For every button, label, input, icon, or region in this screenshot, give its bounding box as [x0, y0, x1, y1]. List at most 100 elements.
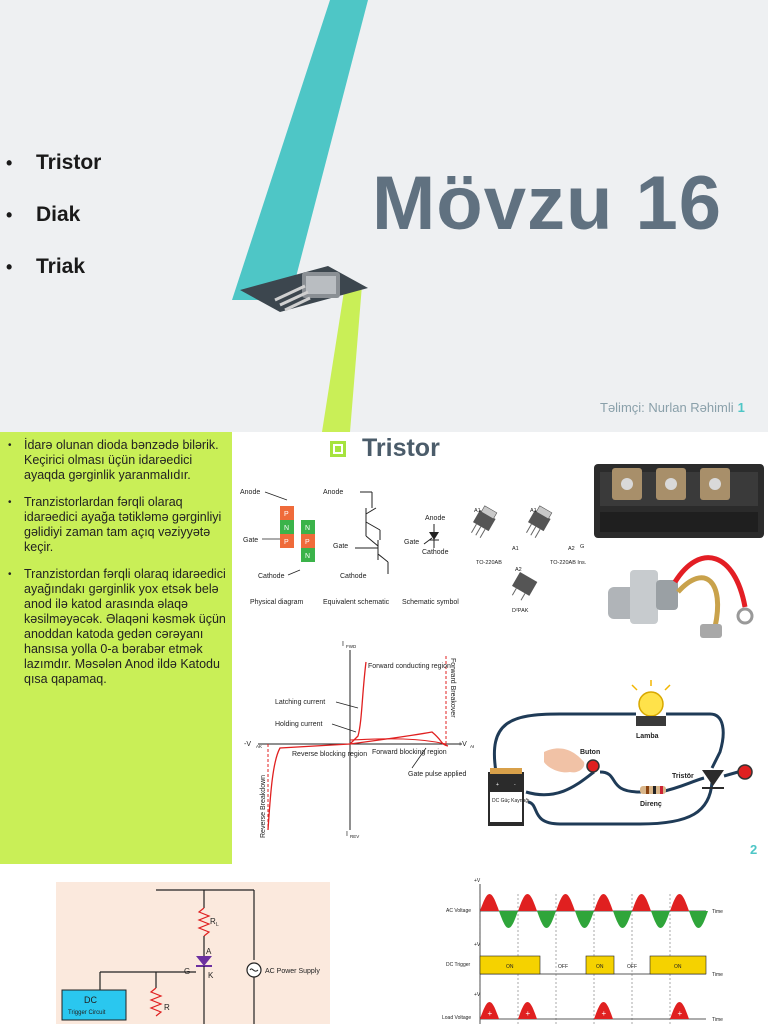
svg-text:+V: +V [458, 741, 467, 748]
load-plus-sign: + [488, 1009, 493, 1018]
svg-text:D²PAK: D²PAK [512, 608, 529, 614]
slide-heading: Tristor [330, 434, 440, 463]
svg-text:Cathode: Cathode [422, 549, 449, 556]
svg-text:Physical diagram: Physical diagram [250, 599, 303, 606]
svg-text:Anode: Anode [425, 515, 445, 522]
svg-text:Gate: Gate [404, 539, 419, 546]
load-lobe [518, 1002, 537, 1019]
trigger-on-label: ON [506, 964, 514, 970]
svg-text:A2: A2 [568, 546, 575, 552]
ac-negative-lobe [689, 911, 708, 928]
svg-text:FWD: FWD [346, 644, 357, 649]
title-square-icon [330, 440, 346, 457]
ac-positive-lobe [632, 894, 651, 911]
lamp-icon [631, 680, 671, 726]
trigger-waveforms: +V AC Voltage DC Trigger Load Voltage +V… [442, 878, 723, 1024]
ac-positive-lobe [670, 894, 689, 911]
lime-stripe [322, 285, 362, 432]
svg-text:A: A [206, 947, 212, 956]
schematic-symbol: Anode Gate Cathode Schematic symbol [402, 515, 459, 606]
svg-text:Forward Breakover: Forward Breakover [449, 658, 456, 718]
slide3-graphics: R L A G K R AC Power Supply DC Trigger C… [56, 878, 723, 1024]
ac-positive-lobe [594, 894, 613, 911]
load-lobe [670, 1002, 689, 1019]
svg-text:A1: A1 [474, 508, 481, 514]
page-number: 2 [750, 842, 758, 857]
ac-negative-lobe [499, 911, 518, 928]
page-number: 1 [737, 400, 745, 415]
svg-text:Holding current: Holding current [275, 721, 323, 728]
svg-text:-V: -V [244, 741, 251, 748]
slide-title: Mövzu 16 [372, 161, 723, 246]
topic-item: •Diak [6, 203, 81, 226]
svg-text:Tristör: Tristör [672, 773, 694, 780]
svg-text:Trigger Circuit: Trigger Circuit [68, 1010, 106, 1016]
svg-text:Buton: Buton [580, 749, 600, 756]
ac-negative-lobe [613, 911, 632, 928]
svg-text:Cathode: Cathode [258, 573, 285, 580]
svg-text:Direnç: Direnç [640, 801, 662, 808]
trigger-pulse [479, 955, 541, 975]
svg-text:L: L [216, 922, 219, 928]
svg-text:Gate pulse applied: Gate pulse applied [408, 771, 466, 778]
title-slide: •Tristor •Diak •Triak Mövzu 16 Təlimçi: … [0, 0, 768, 432]
svg-text:N: N [284, 525, 289, 532]
svg-text:+V: +V [474, 942, 481, 948]
lamp-circuit: Lamba Buton + - DC Güç Kaynağı Direnç Tr… [474, 680, 764, 858]
trigger-slide: R L A G K R AC Power Supply DC Trigger C… [0, 864, 768, 1024]
iv-characteristic-chart: I FWD I REV -V AK +V AK Forward conducti… [244, 641, 476, 839]
svg-text:Forward conducting region: Forward conducting region [368, 663, 451, 670]
svg-text:AK: AK [256, 744, 262, 749]
svg-text:Gate: Gate [243, 537, 258, 544]
trigger-pulse [585, 955, 615, 975]
svg-text:Anode: Anode [323, 489, 343, 496]
hand-icon [544, 748, 585, 773]
text-panel: •İdarə olunan dioda bənzədə bilərik. Keç… [0, 432, 232, 864]
svg-text:N: N [305, 553, 310, 560]
ac-voltage-wave [480, 894, 708, 928]
package-drawings: A1 A1 A1 A2 G TO-220AB TO-220AB Ins. A2 … [471, 505, 587, 614]
load-plus-sign: + [602, 1009, 607, 1018]
svg-text:Schematic symbol: Schematic symbol [402, 599, 459, 606]
svg-text:A1: A1 [512, 546, 519, 552]
svg-text:REV: REV [350, 834, 359, 839]
svg-text:Reverse blocking region: Reverse blocking region [292, 751, 367, 758]
title-slide-decoration [232, 0, 368, 432]
svg-text:R: R [164, 1003, 170, 1012]
svg-text:Reverse Breakdown: Reverse Breakdown [260, 775, 267, 838]
stud-thyristor-image [600, 544, 764, 656]
trigger-on-label: ON [596, 964, 604, 970]
equivalent-schematic: Anode Gate Cathode Equivalent schematic [323, 489, 390, 606]
svg-text:N: N [305, 525, 310, 532]
load-plus-sign: + [526, 1009, 531, 1018]
trigger-on-label: ON [674, 964, 682, 970]
ac-positive-lobe [518, 894, 537, 911]
bullet-item: •Tranzistorlardan fərqli olaraq idarəedi… [8, 495, 222, 554]
svg-text:Time: Time [712, 1017, 723, 1023]
svg-text:P: P [305, 539, 310, 546]
svg-text:I: I [342, 641, 344, 648]
svg-text:R: R [210, 917, 216, 926]
svg-text:AC Voltage: AC Voltage [446, 908, 471, 914]
svg-text:AC Power Supply: AC Power Supply [265, 968, 320, 975]
topic-list: •Tristor •Diak •Triak [6, 148, 101, 304]
svg-text:A2: A2 [515, 567, 522, 573]
svg-text:Lamba: Lamba [636, 733, 659, 740]
svg-text:DC Güç Kaynağı: DC Güç Kaynağı [492, 798, 530, 804]
svg-text:TO-220AB: TO-220AB [476, 560, 502, 566]
svg-text:TO-220AB Ins.: TO-220AB Ins. [550, 560, 587, 566]
ac-positive-lobe [556, 894, 575, 911]
svg-text:A1: A1 [530, 508, 537, 514]
svg-text:DC Trigger: DC Trigger [446, 962, 471, 968]
load-voltage-wave: + + + + [480, 1002, 689, 1019]
svg-text:DC: DC [84, 995, 97, 1005]
load-plus-sign: + [678, 1009, 683, 1018]
ac-negative-lobe [537, 911, 556, 928]
ac-positive-lobe [480, 894, 499, 911]
ac-negative-lobe [651, 911, 670, 928]
topic-item: •Triak [6, 255, 86, 278]
trigger-off-label: OFF [627, 964, 637, 970]
svg-text:Cathode: Cathode [340, 573, 367, 580]
topic-item: •Tristor [6, 151, 102, 174]
